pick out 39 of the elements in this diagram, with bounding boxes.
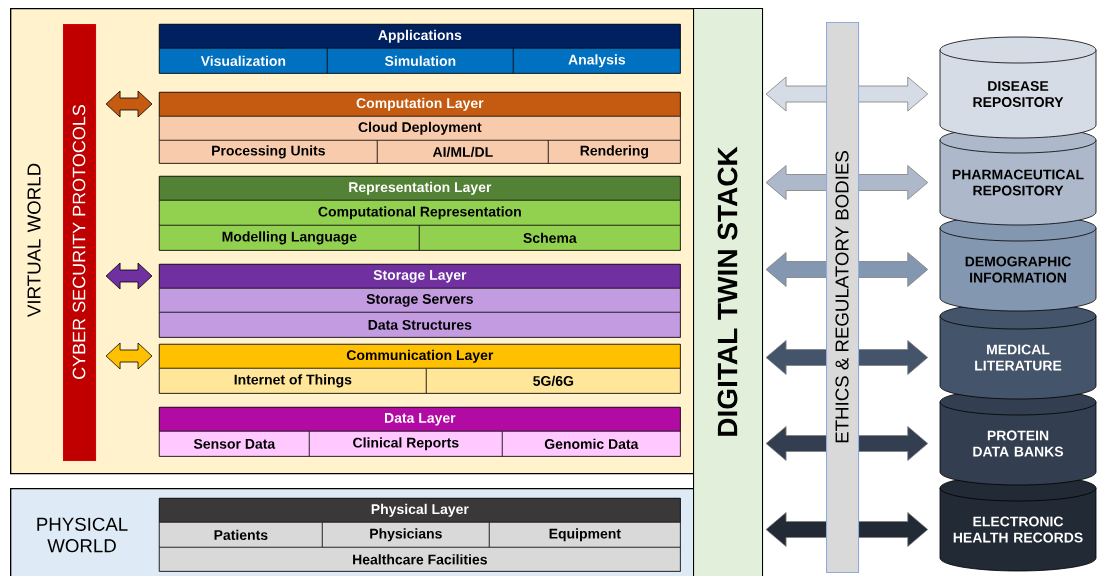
panel-title: VIRTUAL WORLD	[27, 163, 41, 317]
table-cell: 5G/6G	[426, 368, 681, 394]
vertical-banner: DIGITAL TWIN STACK	[693, 8, 764, 576]
table-cell: Clinical Reports	[309, 431, 503, 457]
table-cell: Modelling Language	[159, 225, 420, 251]
vertical-banner: ETHICS & REGULATORY BODIES	[826, 22, 860, 574]
table-cell: Patients	[159, 522, 323, 548]
table-cell: AI/ML/DL	[377, 140, 549, 164]
table-cell: Sensor Data	[159, 431, 310, 457]
table-cell: Rendering	[548, 140, 681, 164]
layer-header: Computation Layer	[159, 92, 681, 117]
database-cylinder: PHARMACEUTICAL REPOSITORY	[939, 126, 1097, 226]
database-cylinder: ELECTRONIC HEALTH RECORDS	[939, 474, 1097, 572]
table-cell: Internet of Things	[159, 368, 427, 394]
table-cell: Physicians	[322, 522, 490, 548]
table-cell: Equipment	[489, 522, 681, 548]
table-cell: Processing Units	[159, 140, 378, 164]
layer-header: Applications	[159, 24, 681, 49]
vertical-banner: CYBER SECURITY PROTOCOLS	[63, 24, 97, 462]
table-cell: Visualization	[159, 48, 328, 74]
layer-header: Physical Layer	[159, 498, 681, 523]
table-cell: Genomic Data	[502, 431, 681, 457]
table-cell: Schema	[419, 225, 681, 251]
panel-title: PHYSICAL WORLD	[37, 517, 128, 553]
double-arrow	[105, 90, 153, 118]
database-cylinder: DISEASE REPOSITORY	[939, 36, 1097, 139]
table-cell: Analysis	[513, 48, 681, 74]
database-cylinder: MEDICAL LITERATURE	[939, 302, 1097, 400]
database-cylinder: DEMOGRAPHIC INFORMATION	[939, 214, 1097, 312]
double-arrow	[105, 262, 153, 290]
layer-header: Representation Layer	[159, 176, 681, 201]
table-cell: Simulation	[327, 48, 514, 74]
layer-header: Data Layer	[159, 407, 681, 432]
layer-header: Storage Layer	[159, 264, 681, 289]
database-cylinder: PROTEIN DATA BANKS	[939, 388, 1097, 486]
table-cell: Storage Servers	[159, 288, 681, 313]
double-arrow	[105, 342, 153, 370]
table-cell: Data Structures	[159, 312, 681, 338]
layer-header: Communication Layer	[159, 344, 681, 369]
